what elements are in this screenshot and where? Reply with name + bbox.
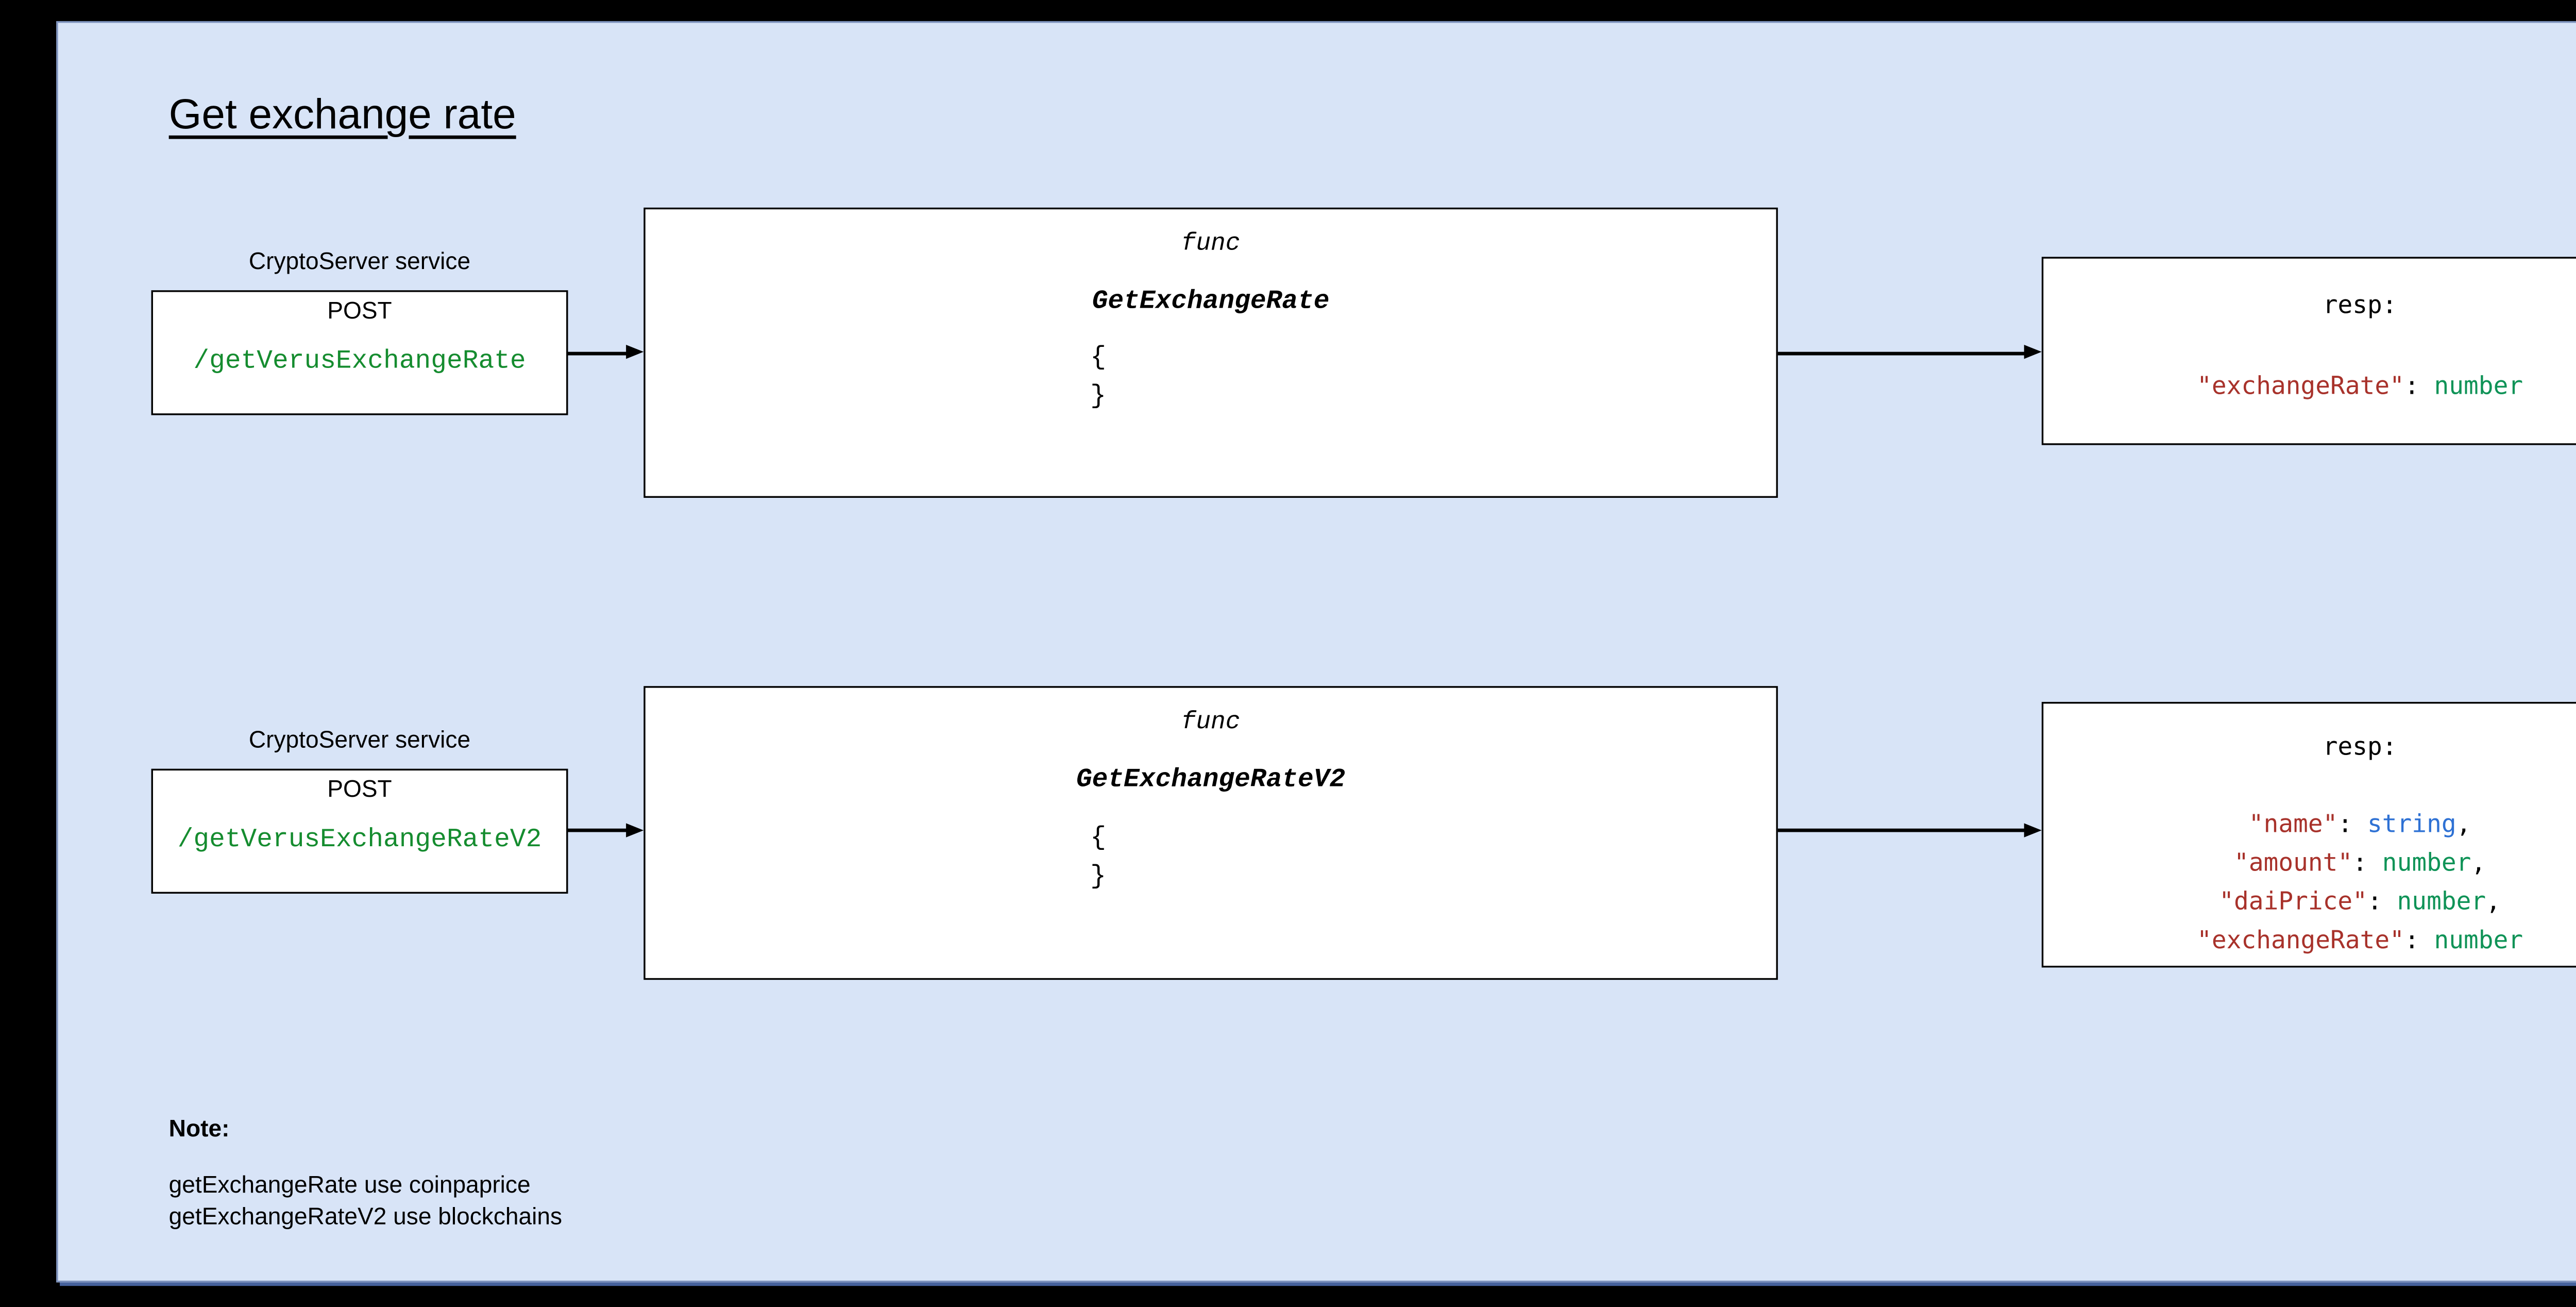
field-type: number (2397, 888, 2486, 917)
resp-fields: "exchangeRate": number (2043, 367, 2576, 406)
field-comma: , (2486, 888, 2501, 917)
func-name: GetExchangeRateV2 (1076, 765, 1346, 795)
arrow-func-to-resp (1777, 822, 2042, 839)
field-separator: : (2404, 373, 2434, 401)
field-separator: : (2367, 888, 2397, 917)
func-keyword: func (1181, 230, 1241, 259)
resp-field: "daiPrice": number, (2043, 883, 2576, 921)
endpoint-box: POST /getVerusExchangeRate (151, 290, 568, 415)
resp-label: resp: (2323, 733, 2397, 762)
resp-field: "name": string, (2043, 806, 2576, 844)
field-type: number (2434, 927, 2523, 956)
brace-open: { (1090, 343, 1107, 373)
endpoint-path: /getVerusExchangeRate (193, 346, 526, 377)
func-keyword: func (1181, 709, 1241, 738)
field-comma: , (2471, 849, 2486, 878)
resp-fields: "name": string, "amount": number, "daiPr… (2043, 806, 2576, 960)
resp-field: "exchangeRate": number (2043, 922, 2576, 961)
field-separator: : (2337, 811, 2367, 840)
arrow-endpoint-to-func (568, 345, 644, 361)
resp-box: resp: "name": string, "amount": number, … (2041, 701, 2576, 968)
service-label: CryptoServer service (248, 726, 471, 753)
resp-label: resp: (2323, 292, 2397, 321)
field-type: string (2367, 811, 2456, 840)
field-key: "name" (2248, 811, 2338, 840)
note-line: getExchangeRate use coinpaprice (168, 1171, 531, 1198)
resp-field: "exchangeRate": number (2043, 367, 2576, 406)
endpoint-box: POST /getVerusExchangeRateV2 (151, 768, 568, 894)
note-line: getExchangeRateV2 use blockchains (168, 1202, 563, 1229)
field-key: "daiPrice" (2219, 888, 2367, 917)
field-key: "exchangeRate" (2197, 927, 2404, 956)
field-separator: : (2404, 927, 2434, 956)
brace-close: } (1090, 381, 1107, 412)
brace-close: } (1090, 862, 1107, 892)
field-type: number (2382, 849, 2471, 878)
resp-field: "amount": number, (2043, 844, 2576, 883)
field-type: number (2434, 373, 2523, 401)
endpoint-path: /getVerusExchangeRateV2 (177, 825, 542, 855)
diagram-panel: Get exchange rate CryptoServer service P… (56, 21, 2576, 1283)
field-key: "amount" (2234, 849, 2353, 878)
note-body: getExchangeRate use coinpaprice getExcha… (169, 1170, 562, 1231)
brace-open: { (1090, 823, 1107, 853)
resp-box: resp: "exchangeRate": number (2041, 257, 2576, 445)
field-separator: : (2352, 849, 2382, 878)
field-key: "exchangeRate" (2197, 373, 2404, 401)
arrow-endpoint-to-func (568, 822, 644, 839)
field-comma: , (2456, 811, 2471, 840)
func-box: func GetExchangeRateV2 { } (643, 686, 1778, 980)
page-title: Get exchange rate (168, 91, 516, 139)
http-method-label: POST (327, 776, 392, 802)
func-box: func GetExchangeRate { } (643, 207, 1778, 498)
note-heading: Note: (168, 1115, 230, 1142)
service-label: CryptoServer service (248, 248, 471, 275)
http-method-label: POST (327, 297, 392, 324)
arrow-func-to-resp (1777, 345, 2042, 361)
func-name: GetExchangeRate (1092, 287, 1330, 317)
